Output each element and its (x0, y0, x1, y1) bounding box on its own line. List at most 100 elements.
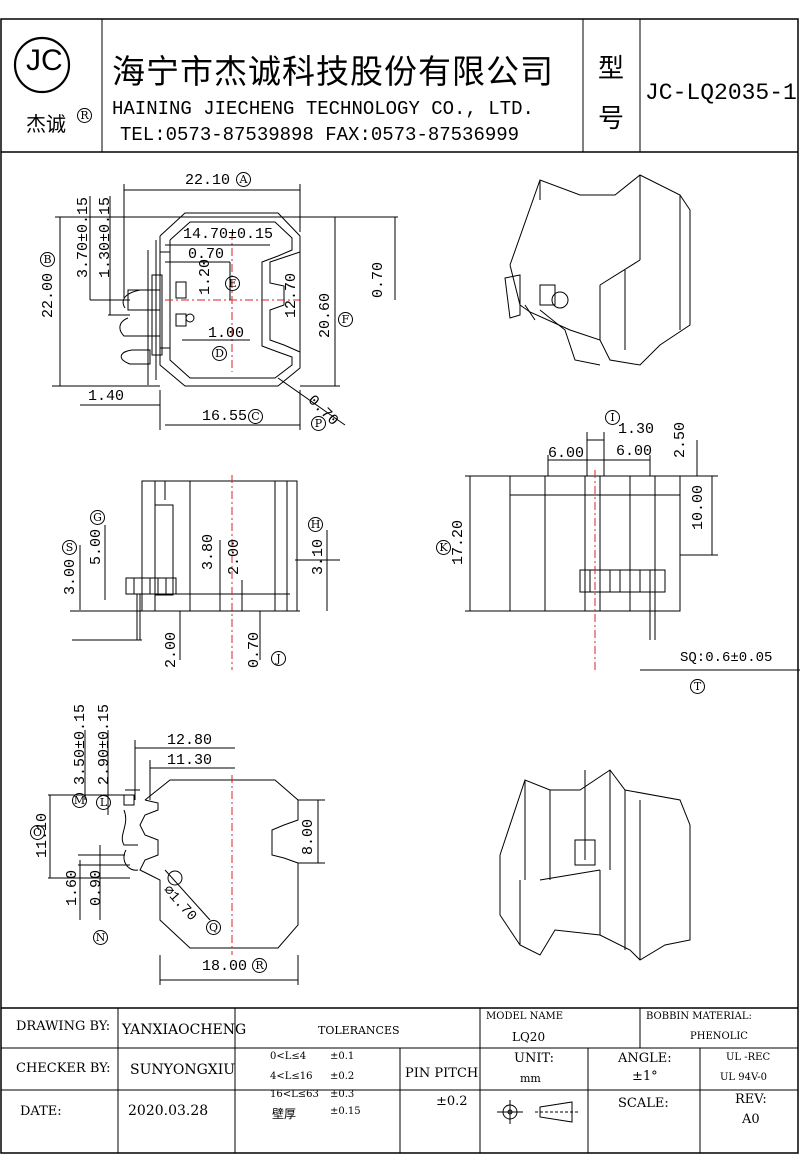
rev-value: A0 (742, 1112, 760, 1127)
ref-b: B (40, 252, 55, 267)
ref-e: E (225, 276, 240, 291)
ref-p: P (311, 416, 326, 431)
front-view-drawing (70, 475, 340, 670)
logo-text: JC (26, 44, 63, 77)
dim-6-00-b: 6.00 (616, 443, 653, 460)
dim-1-30: 1.30±0.15 (97, 196, 114, 278)
top-view-drawing (52, 184, 398, 430)
dim-2-00-a: 2.00 (226, 538, 243, 575)
ref-o: O (30, 825, 45, 840)
company-name-en: HAINING JIECHENG TECHNOLOGY CO., LTD. (112, 98, 534, 120)
company-name-cn: 海宁市杰诚科技股份有限公司 (112, 52, 554, 91)
dim-11-30: 11.30 (167, 752, 213, 769)
ref-m: M (72, 793, 87, 808)
ref-f: F (338, 312, 353, 327)
dim-1-60: 1.60 (64, 869, 81, 906)
ul-rec: UL -REC (726, 1052, 771, 1063)
dim-12-80: 12.80 (167, 732, 213, 749)
dim-22-00: 22.00 (40, 272, 57, 318)
ref-j: J (271, 651, 286, 666)
dim-14-70: 14.70±0.15 (183, 226, 274, 243)
dim-5-00: 5.00 (88, 528, 105, 565)
ref-h: H (308, 517, 323, 532)
ul-94v0: UL 94V-0 (720, 1072, 768, 1083)
jc-logo (13, 36, 71, 94)
company-contact: TEL:0573-87539898 FAX:0573-87536999 (120, 124, 520, 146)
logo-subtitle: 杰诚 (26, 112, 66, 136)
ref-r: R (252, 958, 267, 973)
dim-0-70: 0.70 (246, 631, 263, 668)
part-number: JC-LQ2035-1 (645, 80, 797, 106)
tol-value-4: ±0.15 (330, 1106, 361, 1117)
dim-0-70-a: 0.70 (188, 246, 225, 263)
dim-22-10: 22.10 (185, 172, 231, 189)
date-value: 2020.03.28 (128, 1103, 209, 1119)
angle-value: ±1° (632, 1069, 658, 1084)
date-label: DATE: (20, 1104, 62, 1119)
dim-0-70-b: 0.70 (370, 261, 387, 298)
sq-dimension: SQ:0.6±0.05 (680, 650, 773, 666)
ref-k: K (436, 540, 451, 555)
drawing-by-value: YANXIAOCHENG (122, 1022, 247, 1038)
dim-2-50: 2.50 (672, 421, 689, 458)
title-block-grid (1, 1007, 798, 1153)
drawing-by-label: DRAWING BY: (16, 1019, 111, 1034)
ref-c: C (248, 409, 263, 424)
type-label-2: 号 (598, 104, 625, 134)
model-name-label: MODEL NAME (486, 1011, 564, 1022)
type-label-1: 型 (598, 54, 625, 84)
dim-1-20: 1.20 (197, 258, 214, 295)
tol-value-3: ±0.3 (330, 1089, 355, 1100)
dim-3-80: 3.80 (200, 533, 217, 570)
dim-18-00: 18.00 (202, 958, 248, 975)
logo-registered-mark: R (77, 108, 92, 123)
ref-t: T (690, 679, 705, 694)
ref-g: G (90, 510, 105, 525)
dim-1-30-side: 1.30 (618, 421, 655, 438)
tol-range-1: 0<L≤4 (270, 1051, 307, 1062)
tol-range-2: 4<L≤16 (270, 1071, 313, 1082)
ref-n: N (93, 930, 108, 945)
dim-20-60: 20.60 (317, 292, 334, 338)
ref-l: L (96, 795, 111, 810)
model-name-value: LQ20 (512, 1030, 546, 1044)
dim-3-70: 3.70±0.15 (75, 196, 92, 278)
angle-label: ANGLE: (618, 1051, 672, 1066)
ref-d: D (212, 346, 227, 361)
dim-3-10: 3.10 (310, 538, 327, 575)
dim-2-00-b: 2.00 (163, 631, 180, 668)
dim-6-00-a: 6.00 (548, 445, 585, 462)
side-view-drawing (465, 432, 800, 671)
dim-1-40: 1.40 (88, 388, 125, 405)
dim-2-90: 2.90±0.15 (96, 703, 113, 785)
ref-q: Q (206, 920, 221, 935)
dim-0-90: 0.90 (88, 869, 105, 906)
tolerances-label: TOLERANCES (318, 1024, 400, 1037)
ref-a: A (236, 172, 251, 187)
dim-10-00: 10.00 (690, 484, 707, 530)
pin-pitch-label: PIN PITCH (405, 1066, 479, 1081)
dim-11-10: 11.10 (34, 812, 51, 858)
dim-8-00: 8.00 (300, 818, 317, 855)
tol-value-1: ±0.1 (330, 1051, 355, 1062)
checker-by-value: SUNYONGXIU (130, 1062, 236, 1078)
dim-12-70: 12.70 (283, 272, 300, 318)
tol-range-3: 16<L≤63 (270, 1089, 319, 1100)
isometric-view-top (504, 174, 691, 366)
tol-value-2: ±0.2 (330, 1071, 355, 1082)
unit-label: UNIT: (514, 1051, 555, 1066)
ref-s: S (62, 540, 77, 555)
tol-range-4: 壁厚 (272, 1107, 297, 1121)
pin-pitch-value: ±0.2 (436, 1094, 468, 1109)
dim-16-55: 16.55 (202, 408, 248, 425)
scale-label: SCALE: (618, 1096, 669, 1111)
checker-by-label: CHECKER BY: (16, 1061, 111, 1076)
dim-1-00: 1.00 (208, 325, 245, 342)
ref-i: I (605, 410, 620, 425)
unit-value: mm (520, 1072, 541, 1085)
bobbin-material-value: PHENOLIC (690, 1031, 748, 1042)
dim-3-00: 3.00 (62, 558, 79, 595)
dim-3-50: 3.50±0.15 (72, 703, 89, 785)
bobbin-material-label: BOBBIN MATERIAL: (646, 1011, 752, 1022)
